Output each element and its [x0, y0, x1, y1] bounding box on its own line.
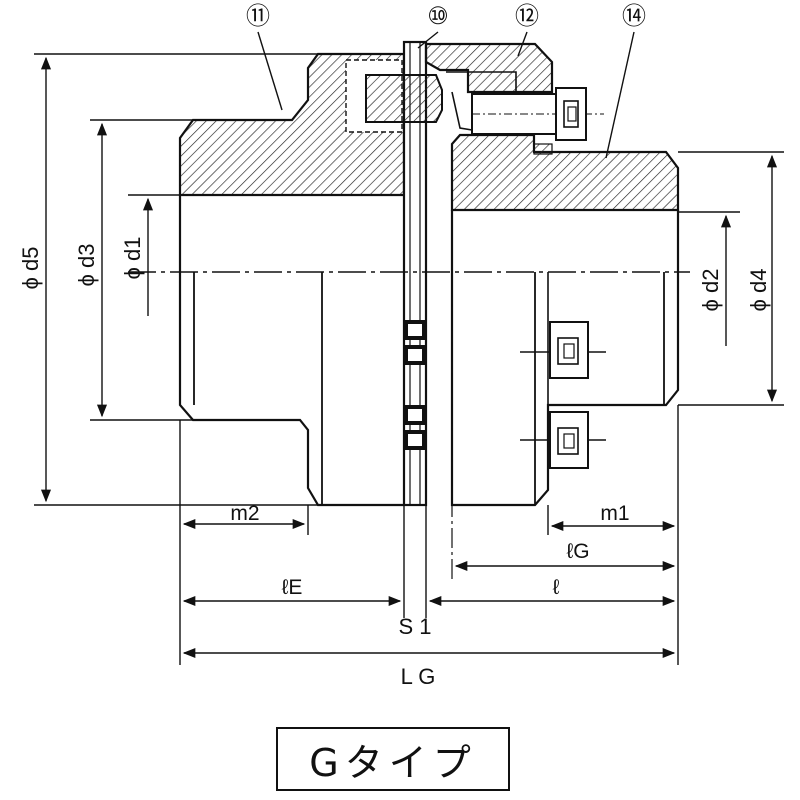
- dim-m1: m1: [600, 502, 629, 525]
- extension-lines: [34, 53, 784, 665]
- callout-12: ⑫: [515, 3, 539, 30]
- dim-LG: L G: [401, 664, 436, 689]
- callout-11: ⑪: [246, 3, 270, 30]
- face-bolt-upper: [520, 321, 606, 379]
- dim-d3: ϕ d3: [74, 244, 99, 287]
- dim-S1: S 1: [398, 614, 431, 639]
- top-bolt-nut: [555, 87, 587, 141]
- right-cover-section: [424, 42, 554, 94]
- dim-d5: ϕ d5: [18, 247, 43, 290]
- dim-m2: m2: [230, 502, 259, 525]
- dimension-lines: [40, 56, 778, 659]
- type-title: Gタイプ: [309, 740, 477, 785]
- right-hub-body: [450, 210, 680, 507]
- dim-lE: ℓE: [282, 576, 303, 599]
- leader-lines: [257, 31, 635, 159]
- dim-lG: ℓG: [566, 540, 589, 563]
- left-hub-body: [178, 195, 404, 507]
- callout-10: ⑩: [427, 3, 449, 30]
- right-cover-inner: [446, 71, 517, 131]
- dim-l: ℓ: [553, 576, 560, 599]
- dim-d4: ϕ d4: [746, 269, 771, 312]
- type-title-box: Gタイプ: [276, 727, 510, 791]
- callout-14: ⑭: [622, 3, 646, 30]
- right-hub-section: [450, 133, 680, 212]
- dim-d2: ϕ d2: [698, 269, 723, 312]
- drive-pin: [365, 74, 443, 123]
- face-bolt-lower: [520, 411, 606, 469]
- dim-d1: ϕ d1: [120, 237, 145, 280]
